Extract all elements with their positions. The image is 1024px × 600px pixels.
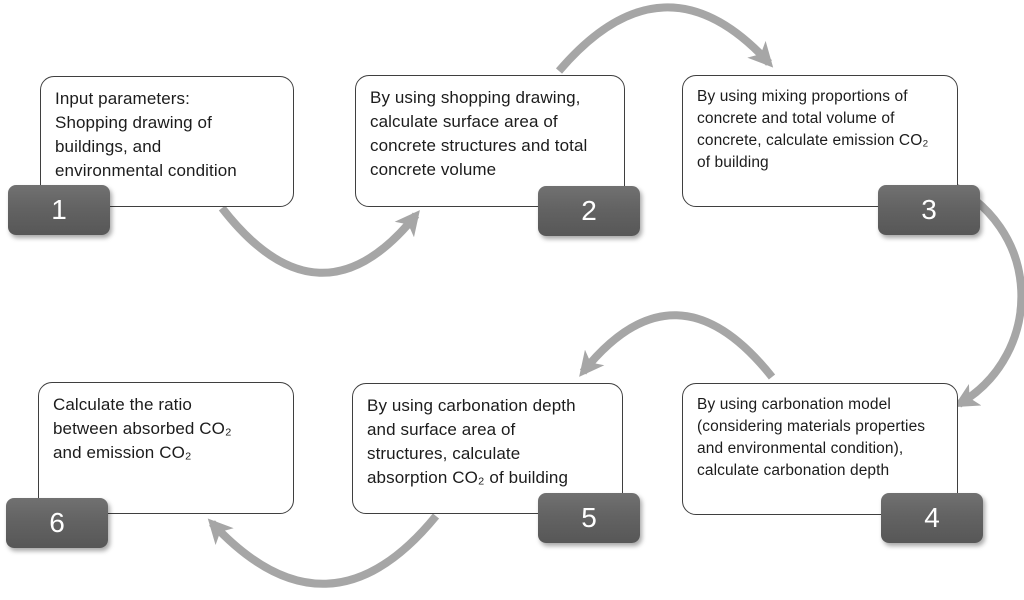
arrow-2-to-3-icon	[555, 3, 774, 74]
arrow-5-to-6-icon	[207, 513, 440, 588]
arrow-4-to-5-icon	[579, 311, 776, 380]
step-text-6: Calculate the ratio between absorbed CO₂…	[53, 395, 232, 462]
step-box-2: By using shopping drawing, calculate sur…	[355, 75, 625, 207]
step-text-4: By using carbonation model (considering …	[697, 396, 926, 479]
step-number-3: 3	[921, 194, 937, 225]
step-text-3: By using mixing proportions of concrete …	[697, 88, 929, 171]
step-text-5: By using carbonation depth and surface a…	[367, 396, 576, 487]
step-number-5: 5	[581, 502, 597, 533]
step-number-6: 6	[49, 507, 65, 538]
step-badge-1: 1	[8, 185, 110, 235]
step-text-2: By using shopping drawing, calculate sur…	[370, 88, 588, 179]
step-box-1: Input parameters: Shopping drawing of bu…	[40, 76, 294, 207]
step-badge-6: 6	[6, 498, 108, 548]
step-badge-5: 5	[538, 493, 640, 543]
step-badge-2: 2	[538, 186, 640, 236]
step-number-1: 1	[51, 194, 67, 225]
step-number-4: 4	[924, 502, 940, 533]
step-text-1: Input parameters: Shopping drawing of bu…	[55, 89, 237, 180]
step-badge-3: 3	[878, 185, 980, 235]
step-number-2: 2	[581, 195, 597, 226]
step-badge-4: 4	[881, 493, 983, 543]
arrow-1-to-2-icon	[218, 205, 420, 277]
step-box-6: Calculate the ratio between absorbed CO₂…	[38, 382, 294, 514]
step-box-5: By using carbonation depth and surface a…	[352, 383, 623, 514]
